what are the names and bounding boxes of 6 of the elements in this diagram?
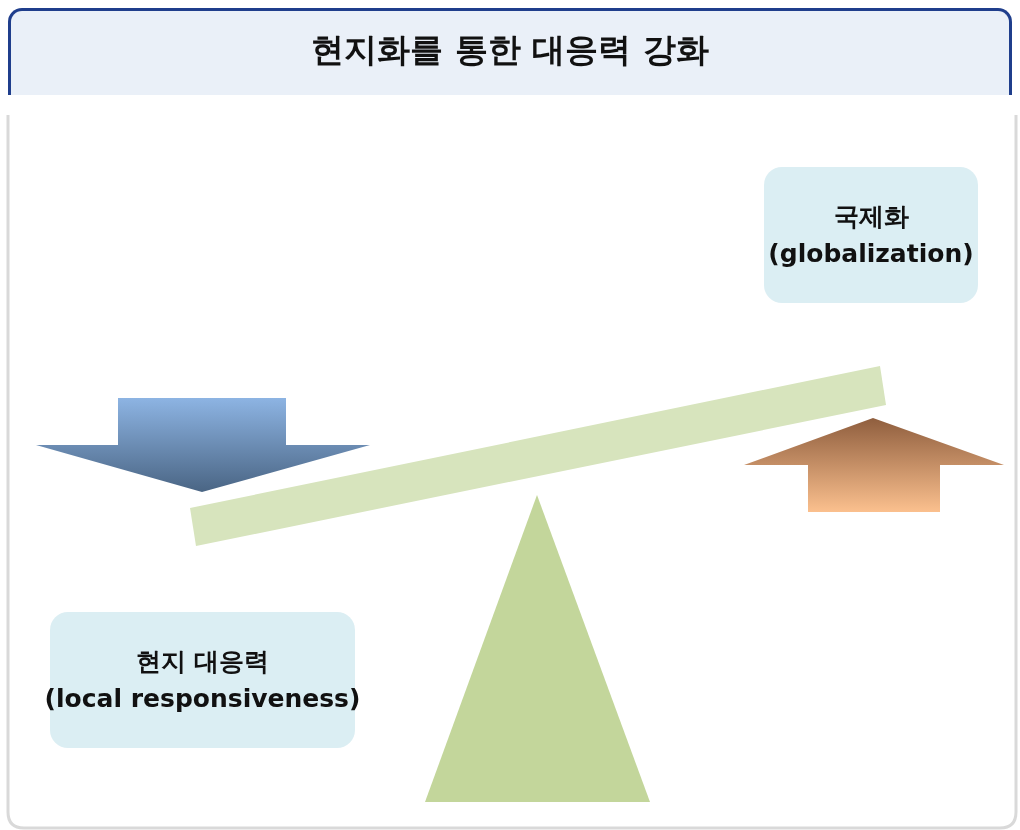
subtitle: (local responsiveness) [44, 683, 361, 715]
subtitle: (globalization) [768, 238, 974, 270]
text-box [764, 167, 978, 303]
heading: 현지 대응력 [135, 645, 270, 678]
title: 현지화를 통한 대응력 강화 [310, 30, 710, 70]
heading: 국제화 [833, 200, 909, 233]
